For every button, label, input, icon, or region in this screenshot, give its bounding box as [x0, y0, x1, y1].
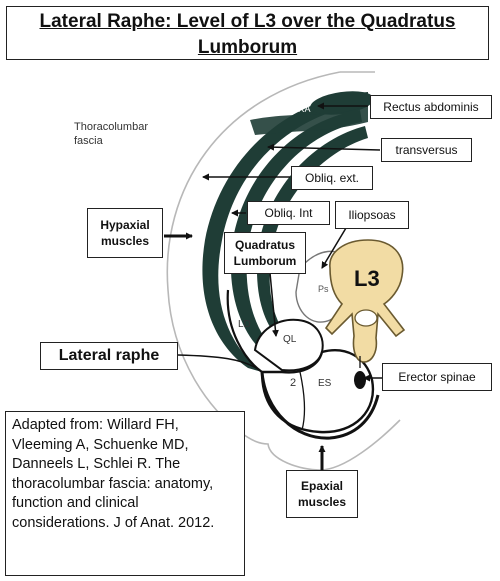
label-hypaxial-muscles: Hypaxial muscles — [87, 208, 163, 258]
in-figure-ra: RA — [298, 104, 311, 114]
label-obliq-int: Obliq. Int — [247, 201, 330, 225]
label-iliopsoas: Iliopsoas — [335, 201, 409, 229]
label-transversus: transversus — [381, 138, 472, 162]
l3-vertebra — [324, 239, 406, 363]
in-figure-l3: L3 — [354, 266, 380, 291]
thoracolumbar-line2: fascia — [74, 135, 103, 147]
label-lateral-raphe: Lateral raphe — [40, 342, 178, 370]
citation-box: Adapted from: Willard FH, Vleeming A, Sc… — [5, 411, 245, 576]
title-line-2: Lumborum — [197, 37, 298, 58]
quadratus-line1: Quadratus — [234, 238, 295, 252]
compartment-divider — [299, 371, 306, 431]
thoracolumbar-fascia-label: Thoracolumbar fascia — [74, 120, 148, 148]
in-figure-2: 2 — [290, 377, 296, 389]
in-figure-ps: Ps — [318, 284, 329, 294]
epaxial-line1: Epaxial — [300, 479, 344, 493]
lateral-raphe-line — [177, 354, 263, 373]
vertebral-canal — [354, 309, 378, 327]
arrow-quadratus — [269, 272, 279, 337]
muscle-thick-band — [250, 104, 368, 135]
hypaxial-line2: muscles — [100, 234, 150, 248]
label-erector-spinae: Erector spinae — [382, 363, 492, 391]
arrow-transversus — [267, 143, 381, 151]
hypaxial-line1: Hypaxial — [100, 218, 150, 232]
thoracolumbar-fascia-posterior — [260, 371, 380, 440]
epaxial-line2: muscles — [297, 495, 347, 509]
arrow-iliopsoas — [321, 227, 347, 269]
in-figure-es: ES — [318, 378, 332, 389]
in-figure-ld: LD — [238, 319, 251, 330]
title-box: Lateral Raphe: Level of L3 over the Quad… — [6, 6, 489, 60]
muscle-middle-layer — [230, 110, 362, 358]
thoracolumbar-line1: Thoracolumbar — [74, 121, 148, 133]
quadratus-lumborum-outline — [253, 318, 324, 372]
quadratus-line2: Lumborum — [233, 254, 297, 268]
erector-spinae-tendon — [354, 371, 366, 389]
label-obliq-ext: Obliq. ext. — [291, 166, 373, 190]
in-figure-ql: QL — [283, 334, 297, 345]
label-quadratus-lumborum: Quadratus Lumborum — [224, 232, 306, 274]
muscle-outer-layer — [202, 92, 368, 372]
title-line-1: Lateral Raphe: Level of L3 over the Quad… — [39, 11, 456, 32]
label-rectus-abdominis: Rectus abdominis — [370, 95, 492, 119]
label-epaxial-muscles: Epaxial muscles — [286, 470, 358, 518]
